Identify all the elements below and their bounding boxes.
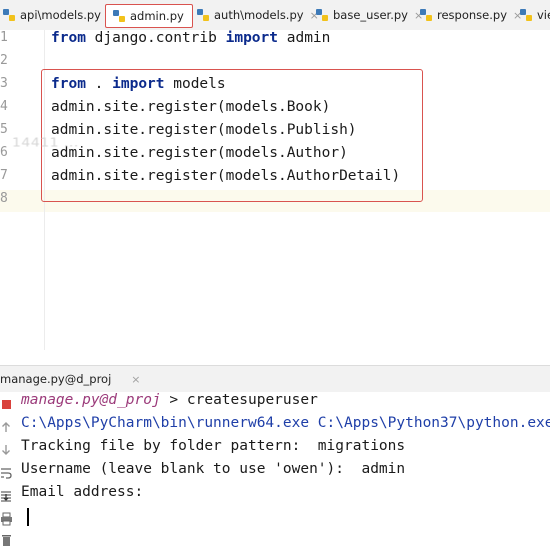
line-number: 2 bbox=[0, 53, 8, 68]
watermark: 14411 ... bbox=[12, 135, 79, 151]
close-icon[interactable]: × bbox=[309, 8, 319, 22]
code-text: . bbox=[85, 76, 113, 92]
tab-views[interactable]: vie bbox=[519, 4, 550, 26]
python-file-icon bbox=[419, 8, 433, 22]
console-output-line: Tracking file by folder pattern: migrati… bbox=[21, 438, 406, 454]
code-line: admin.site.register(models.Author) bbox=[51, 145, 348, 161]
text-caret[interactable] bbox=[27, 508, 29, 526]
arrow-up-icon[interactable] bbox=[0, 419, 14, 433]
code-text: admin bbox=[278, 30, 331, 46]
code-editor[interactable]: 1 2 3 4 5 6 7 8 from django.contrib impo… bbox=[0, 30, 550, 365]
tab-label: auth\models.py bbox=[214, 8, 304, 22]
python-file-icon bbox=[112, 9, 126, 23]
line-number: 3 bbox=[0, 76, 8, 91]
close-icon[interactable]: × bbox=[413, 8, 424, 22]
tab-api-models[interactable]: api\models.py × bbox=[2, 4, 116, 26]
tab-label: vie bbox=[537, 8, 550, 22]
console-output-line: Username (leave blank to use 'owen'): ad… bbox=[21, 461, 406, 477]
console-command-line: manage.py@d_proj > createsuperuser bbox=[21, 392, 318, 408]
keyword: from bbox=[51, 76, 86, 92]
tab-label: admin.py bbox=[130, 9, 184, 23]
tab-label: base_user.py bbox=[333, 8, 408, 22]
print-icon[interactable] bbox=[0, 511, 14, 526]
tab-admin[interactable]: admin.py bbox=[105, 4, 193, 28]
python-file-icon bbox=[315, 8, 329, 22]
soft-wrap-icon[interactable] bbox=[0, 465, 14, 479]
python-file-icon bbox=[2, 8, 16, 22]
code-text: models bbox=[164, 76, 226, 92]
close-icon[interactable]: × bbox=[131, 372, 141, 386]
code-line: admin.site.register(models.Book) bbox=[51, 99, 331, 115]
console-output-line: Email address: bbox=[21, 484, 144, 500]
run-panel-header: manage.py@d_proj × bbox=[0, 365, 550, 393]
tab-base-user[interactable]: base_user.py × bbox=[315, 4, 423, 26]
line-number: 7 bbox=[0, 168, 8, 183]
console-command: > createsuperuser bbox=[160, 392, 318, 408]
arrow-down-icon[interactable] bbox=[0, 442, 14, 456]
indent-guide bbox=[44, 30, 45, 350]
run-console[interactable]: manage.py@d_proj > createsuperuser C:\Ap… bbox=[0, 392, 550, 550]
line-number: 1 bbox=[0, 30, 8, 45]
console-prompt: manage.py@d_proj bbox=[21, 392, 161, 408]
tab-label: response.py bbox=[437, 8, 507, 22]
scroll-to-end-icon[interactable] bbox=[0, 488, 14, 502]
python-file-icon bbox=[196, 8, 210, 22]
keyword: from bbox=[51, 30, 86, 46]
code-line: admin.site.register(models.Publish) bbox=[51, 122, 357, 138]
close-icon[interactable]: × bbox=[513, 8, 523, 22]
console-output-line: C:\Apps\PyCharm\bin\runnerw64.exe C:\App… bbox=[21, 415, 550, 431]
line-number: 5 bbox=[0, 122, 8, 137]
run-tab-label[interactable]: manage.py@d_proj bbox=[0, 372, 112, 386]
delete-icon[interactable] bbox=[0, 532, 14, 546]
tab-response[interactable]: response.py × bbox=[419, 4, 522, 26]
stop-icon[interactable] bbox=[0, 396, 14, 410]
tab-label: api\models.py bbox=[20, 8, 101, 22]
line-number: 6 bbox=[0, 145, 8, 160]
line-number: 4 bbox=[0, 99, 8, 114]
editor-tab-bar: api\models.py × admin.py auth\models.py … bbox=[0, 0, 550, 31]
code-line: from django.contrib import admin bbox=[51, 30, 330, 46]
tab-auth-models[interactable]: auth\models.py × bbox=[196, 4, 319, 26]
code-text: django.contrib bbox=[85, 30, 226, 46]
line-number: 8 bbox=[0, 191, 8, 206]
keyword: import bbox=[225, 30, 278, 46]
code-line: from . import models bbox=[51, 76, 226, 92]
highlight-annotation-box bbox=[41, 69, 423, 202]
python-file-icon bbox=[519, 8, 533, 22]
code-line: admin.site.register(models.AuthorDetail) bbox=[51, 168, 401, 184]
keyword: import bbox=[112, 76, 165, 92]
